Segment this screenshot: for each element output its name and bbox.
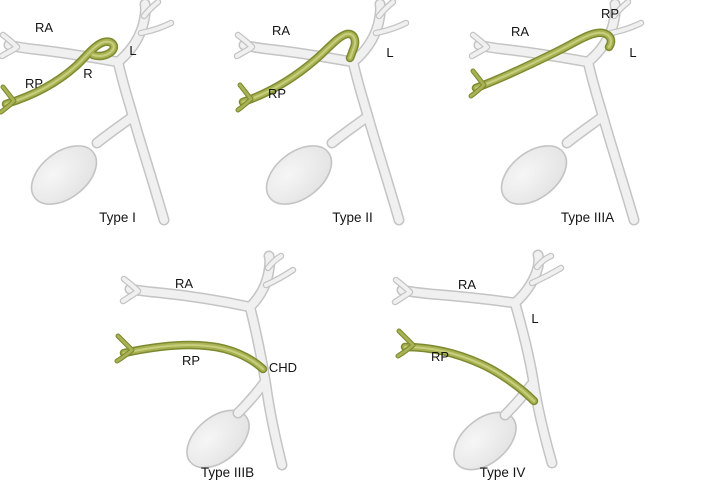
rp-twigs-fill [396, 329, 415, 358]
duct-twigs-fill [393, 254, 563, 304]
panel-caption: Type IV [479, 465, 526, 480]
rp-duct-highlight [5, 40, 115, 105]
panel-caption: Type I [99, 210, 136, 225]
label-chd: CHD [269, 360, 297, 375]
label-l: L [386, 45, 393, 60]
type-iv-illustration: RA RP L [391, 249, 565, 471]
duct-twigs-fill [121, 254, 295, 303]
duct-tree-fill [240, 0, 403, 224]
label-r: R [83, 66, 92, 81]
label-rp: RP [431, 349, 449, 364]
label-l: L [129, 43, 136, 58]
rp-duct-outline [400, 342, 539, 406]
duct-tree-fill [5, 0, 168, 224]
gallbladder [453, 411, 517, 471]
panel-type-iv: RA RP L Type IV [385, 249, 620, 490]
duct-twigs-fill [235, 0, 408, 58]
rp-duct-highlight [404, 346, 535, 402]
label-rp: RP [268, 86, 286, 101]
rp-duct-highlight [242, 32, 356, 103]
type-iiia-illustration: RA RP L [468, 0, 645, 226]
gallbladder [265, 145, 333, 205]
label-rp: RP [25, 76, 43, 91]
label-ra: RA [511, 24, 529, 39]
rp-twigs-fill [115, 334, 134, 363]
rp-twigs-fill [0, 85, 16, 114]
type-i-illustration: RA RP R L [0, 0, 175, 226]
rp-twigs-fill [469, 69, 486, 98]
duct-twigs-fill [0, 0, 173, 58]
rp-twigs-fill [236, 83, 253, 112]
rp-duct-highlight [123, 344, 264, 370]
label-ra: RA [35, 20, 53, 35]
gallbladder [500, 145, 568, 205]
type-iiib-illustration: RA RP CHD [114, 250, 297, 471]
label-l: L [531, 311, 538, 326]
panel-caption: Type II [332, 210, 373, 225]
panel-type-iiia: RA RP L Type IIIA [468, 0, 705, 235]
label-ra: RA [175, 276, 193, 291]
gallbladder [30, 145, 98, 205]
label-ra: RA [458, 277, 476, 292]
gallbladder [186, 409, 250, 469]
panel-type-ii: RA RP L Type II [233, 0, 470, 235]
panel-caption: Type IIIB [200, 465, 255, 480]
panel-type-i: RA RP R L Type I [0, 0, 235, 235]
duct-tree-fill [475, 0, 638, 224]
type-ii-illustration: RA RP L [233, 0, 410, 226]
label-rp: RP [182, 353, 200, 368]
panel-caption: Type IIIA [560, 210, 615, 225]
panel-type-iiib: RA RP CHD Type IIIB [110, 250, 345, 490]
label-rp: RP [601, 6, 619, 21]
label-ra: RA [272, 23, 290, 38]
rp-duct-highlight [475, 31, 612, 89]
duct-twigs-fill [470, 0, 643, 58]
label-l: L [629, 45, 636, 60]
